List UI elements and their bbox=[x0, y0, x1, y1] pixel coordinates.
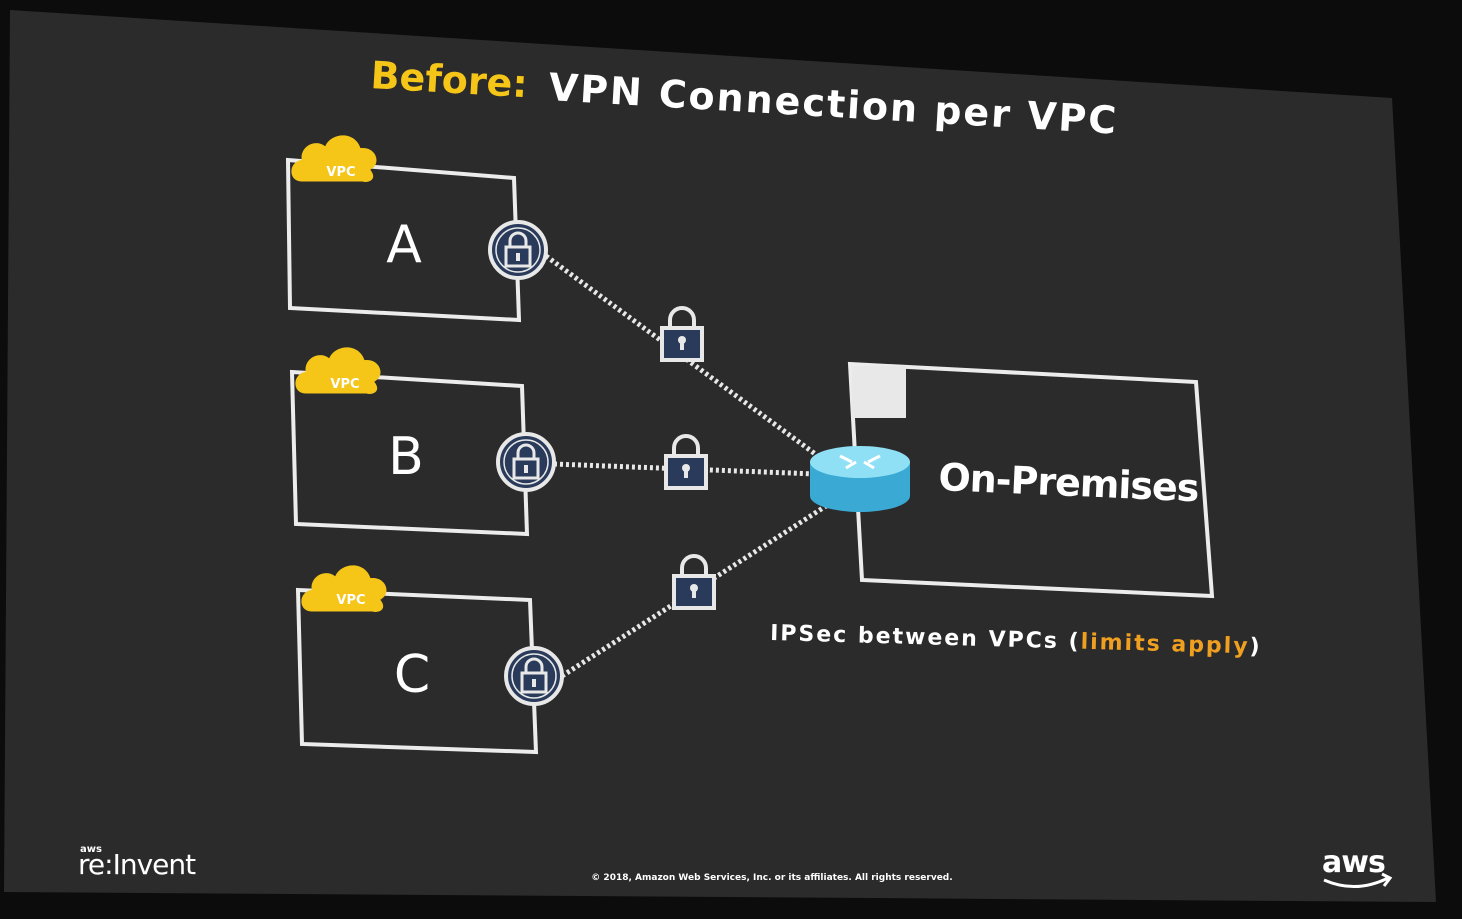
reinvent-logo: aws re:Invent bbox=[78, 844, 197, 881]
vpc-label: A bbox=[386, 215, 422, 275]
caption-suffix: ) bbox=[1249, 634, 1262, 659]
vpc-c: VPC C bbox=[295, 565, 539, 755]
vpn-gateway-lock-icon-a bbox=[488, 220, 548, 280]
aws-logo: aws bbox=[1322, 845, 1393, 889]
vpc-a: VPC A bbox=[285, 135, 522, 323]
title-prefix: Before: bbox=[369, 53, 528, 106]
vpn-line-b bbox=[553, 461, 817, 477]
aws-logo-text: aws bbox=[1322, 845, 1385, 880]
vpc-badge: VPC bbox=[326, 165, 355, 180]
vpc-label: C bbox=[394, 645, 430, 705]
copyright-text: © 2018, Amazon Web Services, Inc. or its… bbox=[591, 873, 952, 883]
reinvent-logo-text: re:Invent bbox=[78, 848, 196, 881]
router-icon bbox=[810, 446, 910, 512]
aws-smile-icon bbox=[1323, 876, 1389, 889]
vpn-gateway-lock-icon-c bbox=[504, 646, 564, 706]
caption-highlight: limits apply bbox=[1080, 630, 1250, 660]
vpn-gateway-lock-icon-b bbox=[496, 432, 556, 492]
reinvent-logo-small: aws bbox=[80, 844, 102, 855]
vpc-b: VPC B bbox=[289, 347, 530, 537]
vpc-badge: VPC bbox=[330, 377, 359, 392]
vpc-badge: VPC bbox=[336, 593, 365, 608]
slide-background bbox=[4, 10, 1436, 902]
vpc-label: B bbox=[388, 427, 424, 487]
onprem-corner-marker bbox=[852, 366, 906, 418]
